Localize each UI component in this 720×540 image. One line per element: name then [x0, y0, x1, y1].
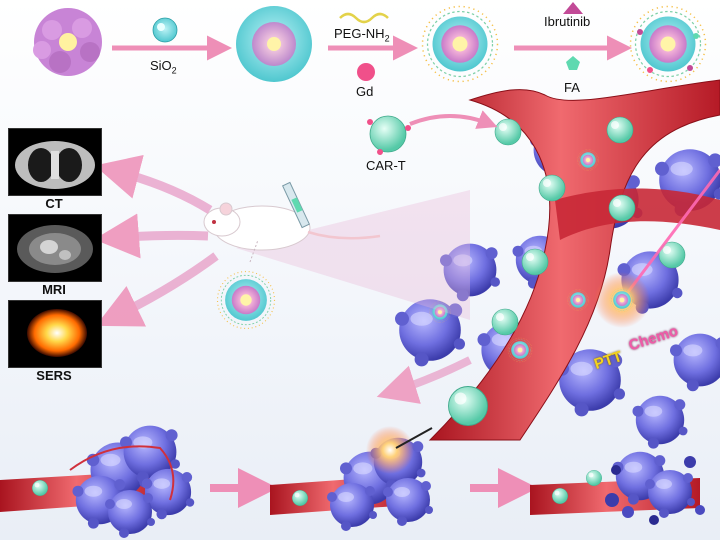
- injection-beam: [236, 190, 470, 320]
- mri-label: MRI: [42, 282, 66, 297]
- silica-icon: [152, 17, 178, 43]
- final-nanoprobe: [629, 5, 707, 83]
- fa-icon: [566, 56, 580, 70]
- sers-image-panel: [8, 300, 102, 368]
- peg-nh2-label: PEG-NH2: [334, 26, 390, 44]
- mouse-illustration: [203, 181, 381, 251]
- silica-coated-particle: [236, 6, 312, 82]
- sers-label: SERS: [36, 368, 72, 383]
- gold-core-particle: [33, 8, 102, 76]
- peg-gd-particle: [421, 5, 499, 83]
- ct-label: CT: [45, 196, 63, 211]
- stage3-tumor-destroyed: [530, 451, 705, 525]
- stage2-tumor-ptt: [270, 426, 433, 531]
- mri-image-panel: [8, 214, 102, 282]
- gd-label: Gd: [356, 84, 374, 99]
- ct-image-panel: [8, 128, 102, 196]
- arrow-cart-to-vessel: [409, 110, 498, 129]
- ibrutinib-icon: [563, 2, 583, 14]
- cart-cell-illustration: [367, 115, 411, 155]
- cart-label: CAR-T: [366, 158, 406, 173]
- sio2-label: SiO2: [150, 58, 177, 76]
- gd-icon: [357, 63, 375, 81]
- injected-nanoprobe: [216, 270, 276, 330]
- peg-chain-icon: [339, 12, 389, 24]
- arrow-return: [376, 356, 472, 404]
- ibrutinib-label: Ibrutinib: [544, 14, 591, 29]
- fa-label: FA: [564, 80, 580, 95]
- stage1-tumor: [0, 425, 195, 538]
- imaging-arrows: [94, 154, 219, 327]
